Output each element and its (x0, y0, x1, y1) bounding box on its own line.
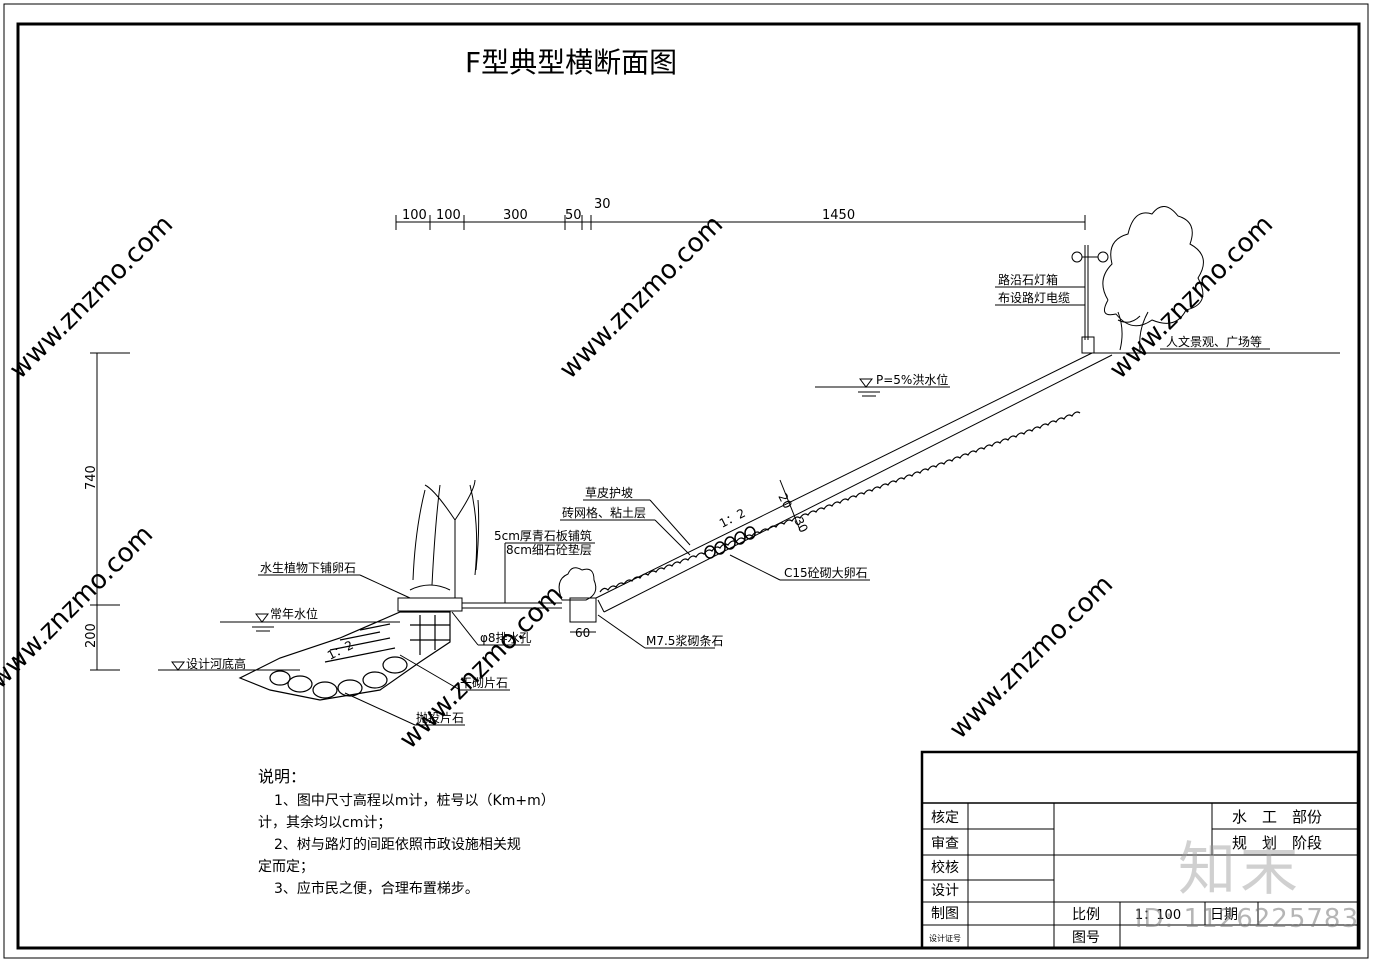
tb-row-review: 审查 (931, 836, 959, 852)
dim-50: 50 (565, 208, 582, 223)
tb-scale-label: 比例 (1072, 907, 1100, 923)
tb-drawing-no-label: 图号 (1072, 930, 1100, 946)
dim-740: 740 (84, 465, 99, 490)
landscape-tree (1102, 206, 1204, 351)
label-cobble: C15砼砌大卵石 (784, 566, 868, 580)
label-landscape: 人文景观、广场等 (1166, 334, 1262, 349)
label-grass: 草皮护坡 (585, 486, 633, 500)
left-dimension (90, 352, 130, 671)
watermark-logo: 知末 (1178, 835, 1303, 903)
tb-stage: 规 划 阶段 (1232, 834, 1322, 852)
label-bluestone: 5cm厚青石板铺筑 (494, 528, 592, 543)
dim-30: 30 (594, 197, 611, 212)
notes-line-2: 2、树与路灯的间距依照市政设施相关规 (274, 837, 521, 853)
label-riprap: 抛投片石 (416, 710, 464, 725)
label-lamp-box: 路沿石灯箱 (998, 272, 1058, 287)
rubble-revetment (238, 611, 451, 701)
tb-date-label: 日期 (1210, 907, 1238, 923)
normal-level (220, 613, 400, 632)
flood-level (815, 378, 950, 397)
sheet-outer-border (3, 3, 1369, 959)
label-lamp-cable: 布设路灯电缆 (998, 290, 1070, 305)
shrub (558, 567, 597, 601)
slope-upper: 1：2 (717, 506, 748, 531)
tb-row-check: 校核 (931, 859, 959, 876)
leader-lines (258, 286, 1270, 726)
tb-row-cert: 设计证号 (929, 933, 961, 943)
watermark-1: www.znzmo.com (4, 210, 179, 385)
notes-line-1: 1、图中尺寸高程以m计，桩号以（Km+m） (274, 793, 555, 809)
drawing-title: F型典型横断面图 (465, 46, 677, 79)
dim-100-a: 100 (402, 208, 427, 223)
riverbed-level (158, 661, 300, 671)
riverbed-level-label: 设计河底高 (186, 656, 246, 671)
label-gravel: 8cm细石砼垫层 (506, 542, 592, 557)
thickness-line (779, 479, 801, 531)
watermark-6: www.znzmo.com (944, 570, 1119, 745)
label-drain: φ8排水孔 (480, 631, 532, 645)
normal-level-label: 常年水位 (270, 606, 318, 621)
title-block (920, 750, 1360, 950)
label-dry-stone: 干砌片石 (460, 676, 508, 690)
embankment-slope (595, 352, 1113, 613)
watermark-2: www.znzmo.com (554, 210, 729, 385)
grass-protection (599, 411, 1081, 593)
watermark-id: ID: 1126225783 (1134, 904, 1359, 934)
label-curb-stone: M7.5浆砌条石 (646, 633, 723, 648)
notes-line-2b: 定而定； (258, 859, 314, 875)
notes-block: 说明： 1、图中尺寸高程以m计，桩号以（Km+m） 计，其余均以cm计； 2、树… (258, 766, 588, 900)
tb-row-design: 设计 (931, 883, 959, 899)
top-dimension (395, 215, 1086, 230)
label-plants: 水生植物下铺卵石 (260, 560, 356, 575)
sheet-inner-border (16, 22, 1361, 950)
cobble-stones (704, 526, 756, 559)
dim-200: 200 (84, 623, 99, 648)
tb-scale-value: 1：100 (1135, 908, 1181, 923)
willow-tree (409, 479, 480, 598)
dim-100-b: 100 (436, 208, 461, 223)
dim-1450: 1450 (822, 208, 855, 223)
watermark-4: www.znzmo.com (0, 520, 159, 695)
tb-row-draw: 制图 (931, 906, 959, 922)
label-brick-grid: 砖网格、粘土层 (562, 505, 646, 520)
tb-project: 水 工 部份 (1232, 808, 1322, 826)
notes-heading: 说明： (258, 767, 307, 786)
flood-level-label: P=5%洪水位 (876, 372, 948, 387)
notes-line-3: 3、应市民之便，合理布置梯步。 (274, 881, 479, 897)
dim-300: 300 (503, 208, 528, 223)
watermark-3: www.znzmo.com (1104, 210, 1279, 385)
notes-line-1b: 计，其余均以cm计； (258, 815, 392, 831)
dim-60: 60 (575, 626, 590, 640)
bank-platform (397, 597, 597, 623)
street-lamp (1071, 245, 1109, 354)
tb-row-approve: 核定 (931, 810, 959, 826)
watermarks: www.znzmo.com www.znzmo.com www.znzmo.co… (0, 210, 1279, 755)
